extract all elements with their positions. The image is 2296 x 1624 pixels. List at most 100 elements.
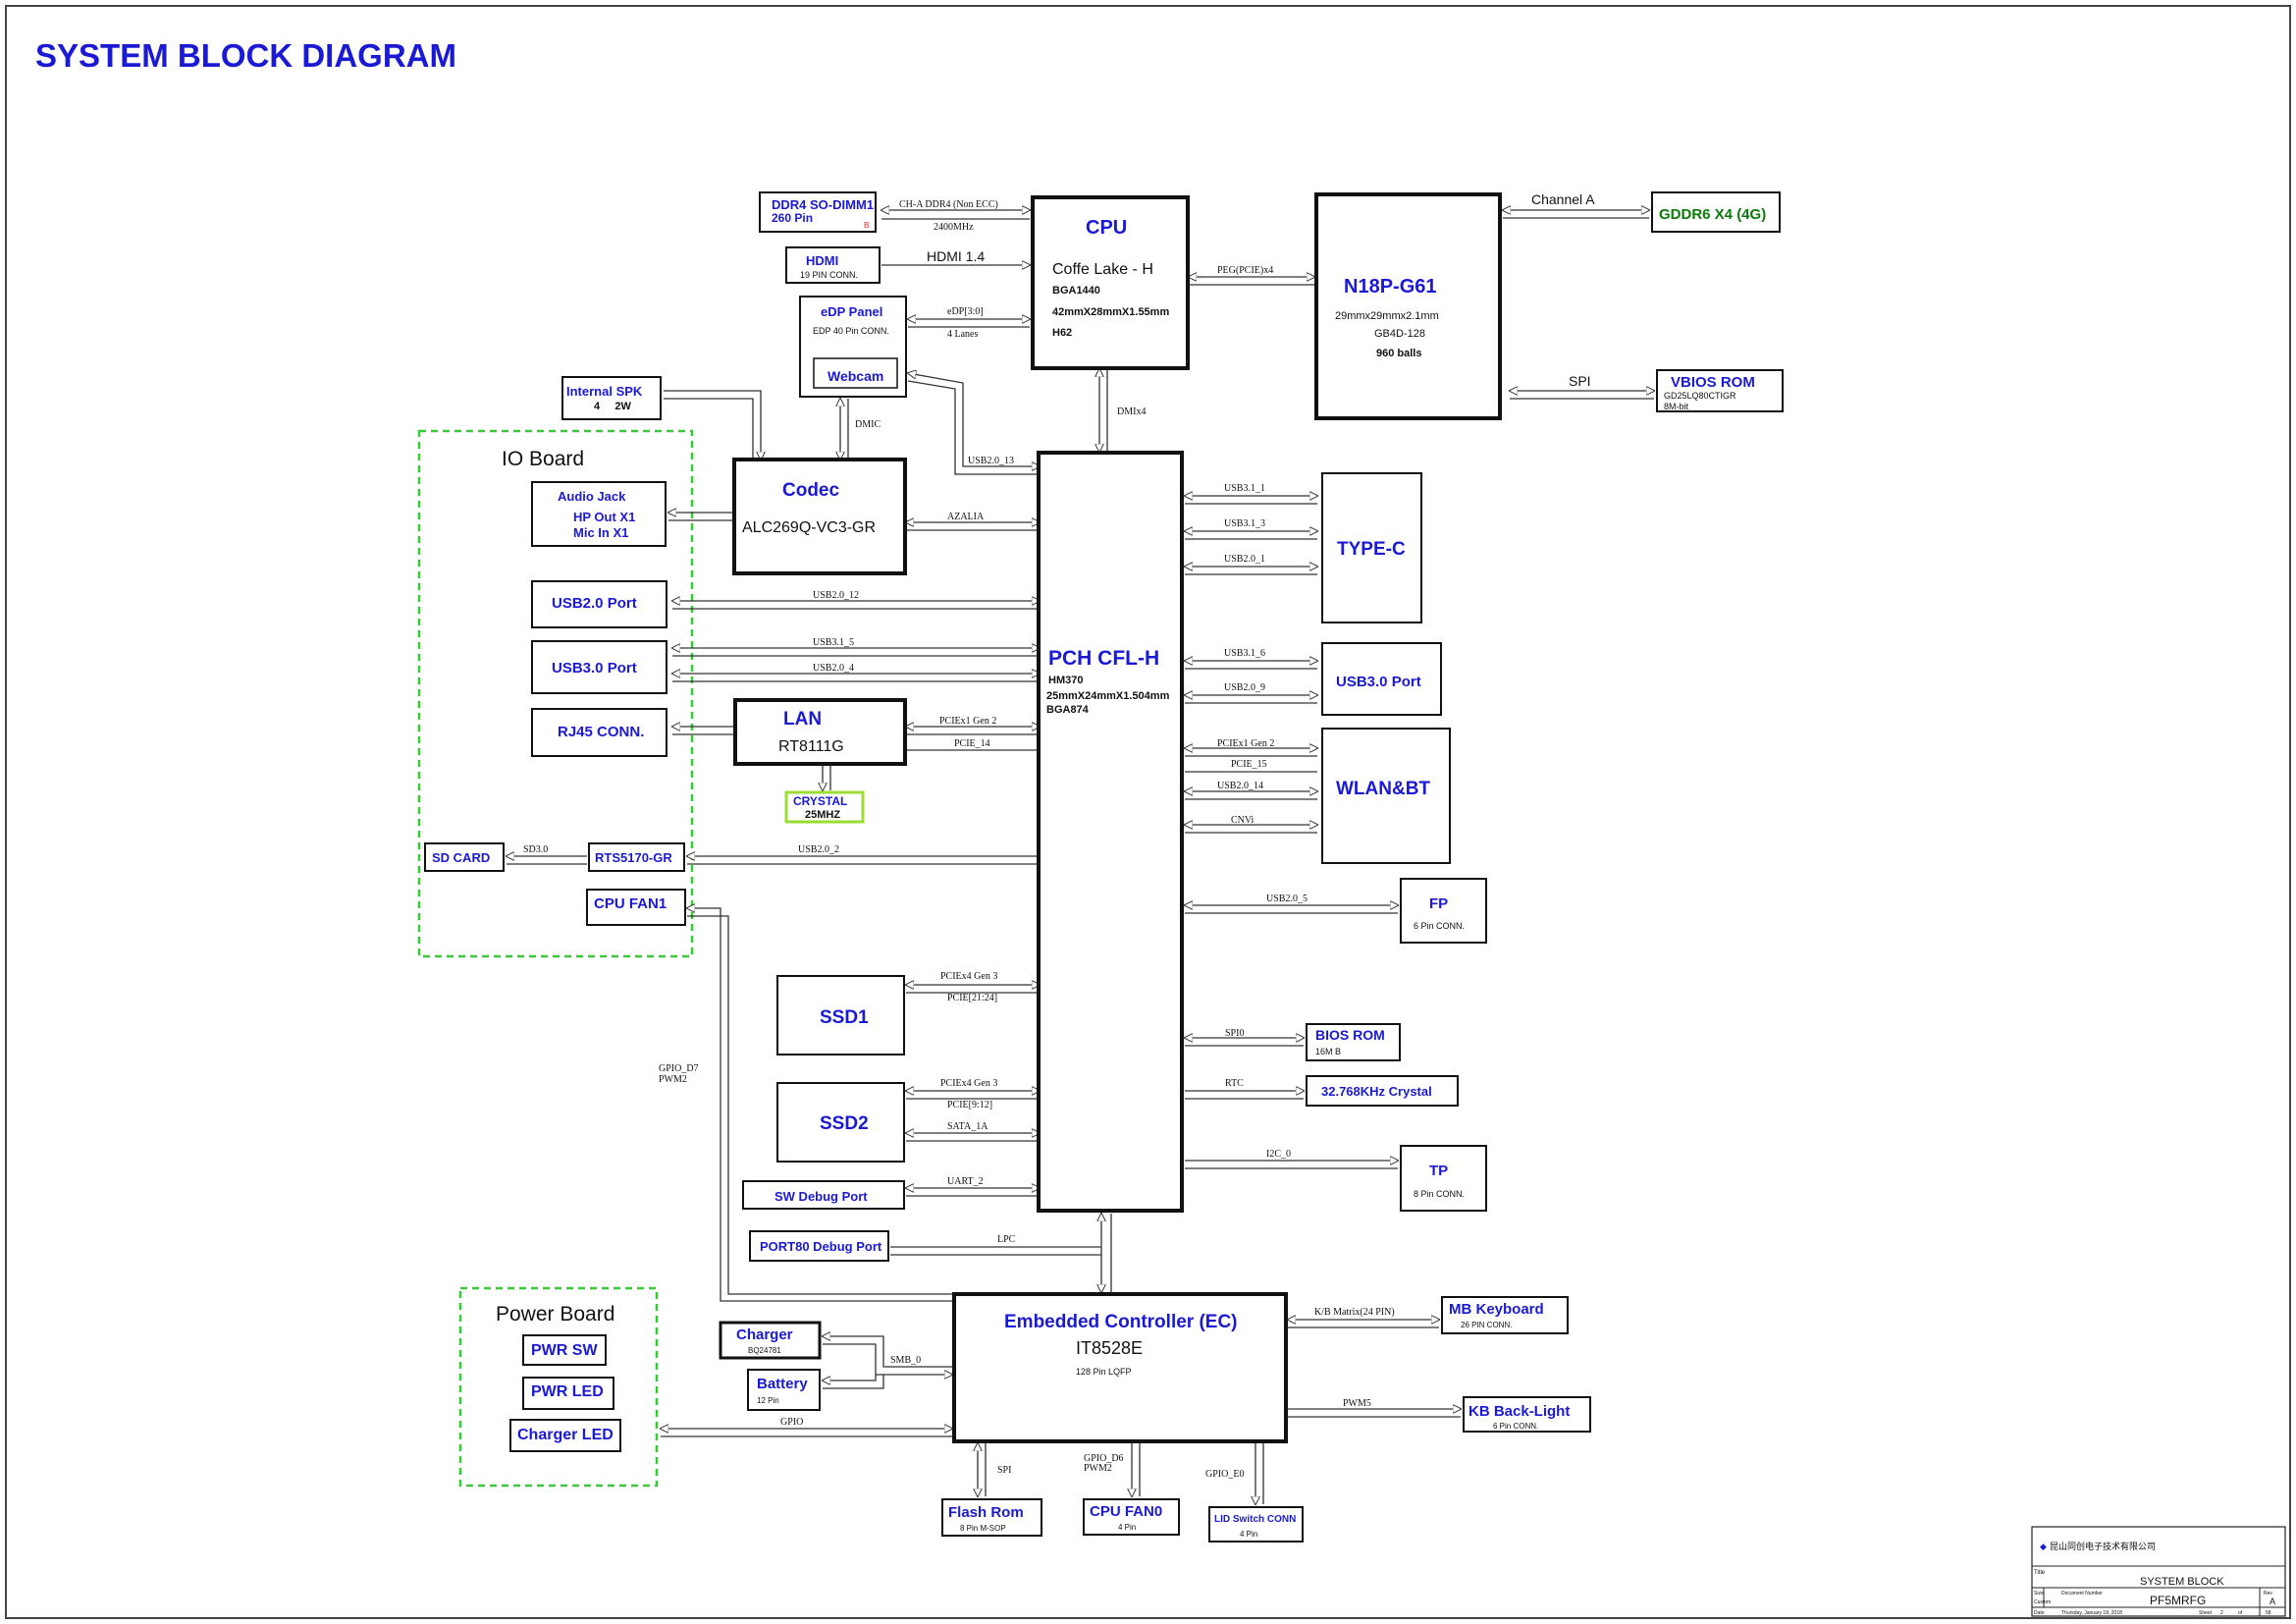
- box-labels: DDR4 SO-DIMM1 260 Pin B HDMI 19 PIN CONN…: [432, 197, 1766, 1539]
- power-board-title: Power Board: [496, 1303, 614, 1326]
- title-block: ◆ 昆山同创电子技术有限公司 Title SYSTEM BLOCK Size C…: [2031, 1526, 2286, 1617]
- sig-peg: PEG(PCIE)x4: [1217, 265, 1273, 276]
- rts-box: [588, 842, 685, 872]
- pwrled-box: [522, 1377, 614, 1410]
- sig-i2c0: I2C_0: [1266, 1149, 1291, 1160]
- sig-gpio-d7: GPIO_D7: [659, 1063, 699, 1074]
- sig-rtc: RTC: [1225, 1078, 1244, 1089]
- kbd-box: [1441, 1296, 1569, 1334]
- ssd2-box: [776, 1082, 905, 1163]
- pch-l2: 25mmX24mmX1.504mm: [1046, 690, 1170, 702]
- tb-date: Thursday, January 18, 2018: [2061, 1610, 2122, 1616]
- rtc-xtal-label: 32.768KHz Crystal: [1321, 1084, 1432, 1099]
- crystal-sub: 25MHZ: [805, 809, 840, 821]
- tb-lbl-rev: Rev: [2264, 1591, 2272, 1597]
- hdmi-label: HDMI: [806, 253, 838, 268]
- sig-usb31-1: USB3.1_1: [1224, 483, 1265, 494]
- kbd-sub: 26 PIN CONN.: [1461, 1321, 1512, 1329]
- sig-uart2: UART_2: [947, 1176, 984, 1187]
- sig-hdmi14: HDMI 1.4: [927, 248, 985, 264]
- chgled-label: Charger LED: [517, 1427, 614, 1443]
- tp-box: [1400, 1145, 1487, 1212]
- typec-label: TYPE-C: [1337, 539, 1406, 560]
- port80-box: [749, 1230, 889, 1262]
- sig-channel-a: Channel A: [1531, 191, 1595, 207]
- tb-of: of: [2238, 1610, 2243, 1616]
- sdcard-box: [424, 842, 505, 872]
- usb30-port-label: USB3.0 Port: [552, 660, 637, 677]
- crystal-box: [784, 790, 865, 824]
- tb-lbl-title: Title: [2034, 1570, 2046, 1576]
- tb-total: 58: [2266, 1610, 2271, 1616]
- rtc-xtal-box: [1306, 1075, 1459, 1107]
- chgled-box: [509, 1419, 621, 1452]
- sig-edp30: eDP[3:0]: [947, 306, 984, 317]
- sig-usb20-9: USB2.0_9: [1224, 682, 1265, 693]
- swdebug-box: [742, 1180, 905, 1210]
- usb20-port-label: USB2.0 Port: [552, 595, 637, 612]
- gpu-l2: GB4D-128: [1374, 328, 1425, 340]
- sig-gpio: GPIO: [780, 1417, 803, 1428]
- vbios-box: [1656, 369, 1784, 412]
- charger-sub: BQ24781: [748, 1346, 781, 1355]
- fp-sub: 6 Pin CONN.: [1414, 921, 1465, 931]
- audio-jack-box: [531, 481, 667, 547]
- cpu-l3: H62: [1052, 327, 1072, 339]
- usb30r-label: USB3.0 Port: [1336, 674, 1421, 690]
- cpufan0-sub: 4 Pin: [1118, 1523, 1136, 1532]
- lan-label: LAN: [783, 709, 822, 730]
- sig-spi-ec: SPI: [997, 1465, 1011, 1476]
- tb-lbl-docnum: Document Number: [2061, 1591, 2103, 1597]
- lid-label: LID Switch CONN: [1214, 1514, 1296, 1525]
- signal-labels: CH-A DDR4 (Non ECC) 2400MHz HDMI 1.4 eDP…: [523, 191, 1595, 1480]
- webcam-label: Webcam: [828, 368, 883, 384]
- hdmi-box: [785, 246, 881, 284]
- audio-jack-3: Mic In X1: [573, 525, 628, 540]
- audio-jack-1: Audio Jack: [558, 489, 626, 504]
- cpu-l1: BGA1440: [1052, 285, 1100, 297]
- flash-box: [941, 1498, 1042, 1537]
- sig-pcie912: PCIE[9:12]: [947, 1100, 992, 1110]
- codec-sub: ALC269Q-VC3-GR: [742, 519, 876, 536]
- battery-label: Battery: [757, 1376, 808, 1392]
- sig-usb31-6: USB3.1_6: [1224, 648, 1265, 659]
- sig-usb20-13: USB2.0_13: [968, 456, 1014, 466]
- ddr-mark: B: [864, 221, 869, 230]
- sig-pwm5: PWM5: [1343, 1398, 1371, 1409]
- rts-label: RTS5170-GR: [595, 850, 672, 865]
- tb-doc: PF5MRFG: [2150, 1594, 2206, 1607]
- sig-pcie15: PCIE_15: [1231, 759, 1267, 770]
- ddr-box: [759, 191, 877, 233]
- sig-usb31-3: USB3.1_3: [1224, 518, 1265, 529]
- sig-usb20-2: USB2.0_2: [798, 844, 839, 855]
- biosrom-box: [1306, 1023, 1401, 1061]
- usb20-port-box: [531, 580, 667, 628]
- sig-pciex1-gen2-l: PCIEx1 Gen 2: [939, 716, 996, 727]
- cpu-box: [1031, 195, 1190, 370]
- crystal-label: CRYSTAL: [793, 794, 847, 808]
- usb30r-box: [1321, 642, 1442, 716]
- usb30-port-box: [531, 640, 667, 694]
- spk-box: [561, 376, 662, 420]
- cpu-l2: 42mmX28mmX1.55mm: [1052, 306, 1169, 318]
- sdcard-label: SD CARD: [432, 850, 490, 865]
- ddr-label-2: 260 Pin: [772, 211, 813, 225]
- hdmi-sub: 19 PIN CONN.: [800, 270, 858, 280]
- kbd-label: MB Keyboard: [1449, 1301, 1544, 1318]
- sig-pciex4-gen3-a: PCIEx4 Gen 3: [940, 971, 997, 982]
- flash-label: Flash Rom: [948, 1504, 1024, 1521]
- tb-lbl-sheet: Sheet: [2199, 1610, 2213, 1616]
- edp-sub: EDP 40 Pin CONN.: [813, 326, 889, 336]
- sig-ch-a-ddr: CH-A DDR4 (Non ECC): [899, 199, 998, 210]
- gpu-l3: 960 balls: [1376, 348, 1421, 359]
- component-boxes: [424, 191, 1784, 1543]
- tb-block: SYSTEM BLOCK: [2140, 1576, 2224, 1588]
- tb-company: 昆山同创电子技术有限公司: [2050, 1541, 2156, 1551]
- sig-mhz: 2400MHz: [934, 222, 974, 233]
- port80-label: PORT80 Debug Port: [760, 1239, 882, 1254]
- cpufan0-label: CPU FAN0: [1090, 1503, 1162, 1520]
- sig-usb20-5: USB2.0_5: [1266, 893, 1308, 904]
- wlan-box: [1321, 728, 1451, 864]
- sig-pcie2124: PCIE[21:24]: [947, 993, 997, 1003]
